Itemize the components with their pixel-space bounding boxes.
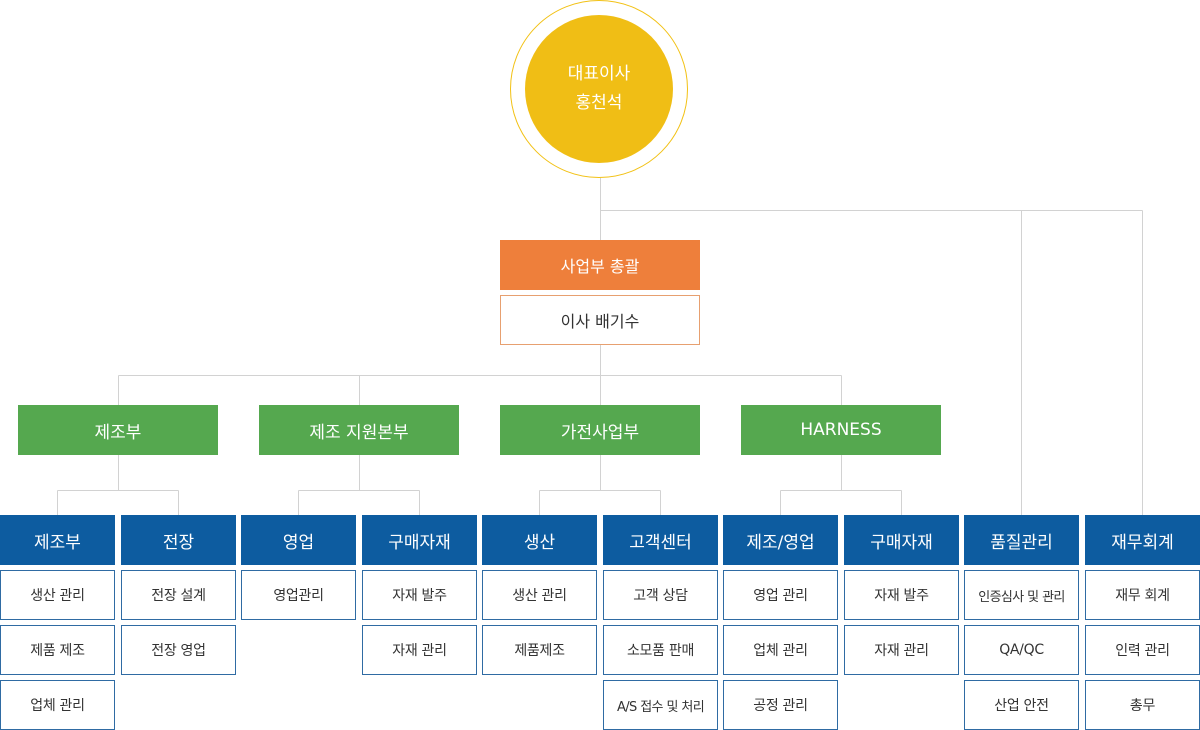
task-box: 인력 관리 <box>1085 625 1200 675</box>
task-box: 자재 관리 <box>844 625 959 675</box>
dept-home-appliance: 가전사업부 <box>500 405 700 455</box>
team-purchasing-harness: 구매자재 <box>844 515 959 565</box>
hq-director-box: 이사 배기수 <box>500 295 700 345</box>
connector-dept-teams-2 <box>298 455 420 515</box>
connector-ceo-staff <box>600 210 1143 515</box>
task-box: 생산 관리 <box>482 570 597 620</box>
task-box: 자재 발주 <box>362 570 477 620</box>
team-finance: 재무회계 <box>1085 515 1200 565</box>
task-box: 업체 관리 <box>0 680 115 730</box>
dept-manufacturing: 제조부 <box>18 405 218 455</box>
task-box: 산업 안전 <box>964 680 1079 730</box>
team-quality: 품질관리 <box>964 515 1079 565</box>
team-manufacturing-sales: 제조/영업 <box>723 515 838 565</box>
connector-dept-teams-1 <box>57 455 179 515</box>
task-box: A/S 접수 및 처리 <box>603 680 718 730</box>
task-box: QA/QC <box>964 625 1079 675</box>
task-box: 공정 관리 <box>723 680 838 730</box>
task-box: 인증심사 및 관리 <box>964 570 1079 620</box>
task-box: 재무 회계 <box>1085 570 1200 620</box>
ceo-title: 대표이사 <box>567 64 631 84</box>
hq-title-box: 사업부 총괄 <box>500 240 700 290</box>
team-electrical: 전장 <box>121 515 236 565</box>
team-production: 생산 <box>482 515 597 565</box>
task-box: 제품 제조 <box>0 625 115 675</box>
task-box: 영업 관리 <box>723 570 838 620</box>
task-box: 자재 관리 <box>362 625 477 675</box>
task-box: 영업관리 <box>241 570 356 620</box>
task-box: 소모품 판매 <box>603 625 718 675</box>
team-purchasing: 구매자재 <box>362 515 477 565</box>
team-manufacturing: 제조부 <box>0 515 115 565</box>
dept-harness: HARNESS <box>741 405 941 455</box>
task-box: 고객 상담 <box>603 570 718 620</box>
task-box: 생산 관리 <box>0 570 115 620</box>
task-box: 전장 설계 <box>121 570 236 620</box>
connector-hq-departments <box>118 345 842 405</box>
connector-dept-teams-3 <box>539 455 661 515</box>
ceo-circle: 대표이사 홍천석 <box>525 15 673 163</box>
task-box: 총무 <box>1085 680 1200 730</box>
ceo-node: 대표이사 홍천석 <box>510 0 688 178</box>
task-box: 제품제조 <box>482 625 597 675</box>
dept-manufacturing-support: 제조 지원본부 <box>259 405 459 455</box>
task-box: 전장 영업 <box>121 625 236 675</box>
task-box: 자재 발주 <box>844 570 959 620</box>
team-customer-center: 고객센터 <box>603 515 718 565</box>
connector-dept-teams-4 <box>780 455 902 515</box>
team-sales: 영업 <box>241 515 356 565</box>
task-box: 업체 관리 <box>723 625 838 675</box>
ceo-name: 홍천석 <box>575 93 623 113</box>
